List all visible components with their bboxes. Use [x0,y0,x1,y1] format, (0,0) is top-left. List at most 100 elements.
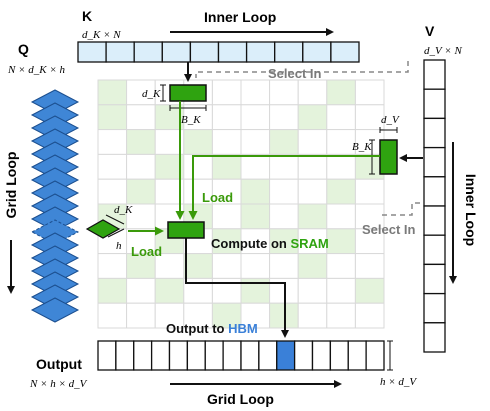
grid-cell [269,104,299,131]
grid-cell [269,153,299,180]
v-cell [423,88,446,120]
grid-cell [297,79,328,106]
grid-cell [326,253,356,279]
grid-cell [354,277,385,304]
grid-cell [211,129,242,155]
v-cell [423,292,446,324]
grid-cell [354,153,385,180]
k-cell [274,41,304,63]
grid-cell [211,79,242,106]
grid-cell [126,228,156,255]
output-cell [186,340,206,371]
grid-cell [326,79,356,106]
output-cell [133,340,153,371]
k-cell [245,41,276,63]
grid-cell [297,302,328,329]
dk-q-label: d_K [114,204,133,216]
grid-cell [154,253,185,279]
grid-cell [297,253,328,279]
output-side-dims: h × d_V [380,376,417,388]
grid-cell [126,178,156,205]
bk-k-label: B_K [181,114,201,126]
load-q-label: Load [131,244,162,259]
grid-cell [126,104,156,131]
grid-cell [97,253,128,279]
grid-cell [297,277,328,304]
select-in-top-path [195,61,409,78]
grid-cell [183,302,213,329]
grid-cell [97,277,128,304]
h-q-label: h [116,240,122,252]
q-diamond-stack [30,89,80,323]
bk-v-label: B_K [352,141,372,153]
grid-cell [126,302,156,329]
k-cell [161,41,192,63]
grid-cell [211,203,242,230]
k-tile [169,84,207,102]
grid-cell [211,228,242,255]
k-cell [105,41,135,63]
output-to-label: Output to HBM [166,321,258,336]
grid-cell [97,104,128,131]
grid-cell [354,228,385,255]
k-cell [217,41,248,63]
grid-cell [211,302,242,329]
grid-cell [354,178,385,205]
output-dims: N × h × d_V [29,378,88,390]
grid-loop-bottom-label: Grid Loop [207,391,274,407]
output-cell [204,340,224,371]
grid-cell [154,302,185,329]
grid-cell [269,178,299,205]
grid-cell [240,129,271,155]
k-dims: d_K × N [82,29,121,41]
grid-cell [354,104,385,131]
grid-cell [297,129,328,155]
k-cell [330,41,360,63]
select-in-right-label: Select In [362,222,416,237]
output-path-arrow [185,238,289,338]
q-diamond [30,297,80,323]
output-cell [311,340,332,371]
grid-cell [126,129,156,155]
k-title: K [82,8,92,24]
select-in-top-label: Select In [268,66,322,81]
k-cell [77,41,107,63]
grid-cell [297,104,328,131]
v-cell [423,117,446,149]
v-dims: d_V × N [424,45,462,57]
output-cell [258,340,278,371]
v-cell [423,234,446,266]
v-cell [423,205,446,236]
v-cell [423,59,446,90]
attention-grid [97,79,385,329]
grid-cell [211,153,242,180]
v-matrix [423,59,446,353]
grid-cell [297,178,328,205]
grid-cell [326,228,356,255]
grid-cell [269,203,299,230]
output-cell [365,340,385,371]
output-cell [276,340,296,371]
q-tile [85,219,121,239]
dv-v-label: d_V [381,114,400,126]
v-cell [423,263,446,295]
dk-q-bracket [105,214,125,225]
grid-cell [240,302,271,329]
output-cell [97,340,117,371]
grid-cell [326,302,356,329]
grid-cell [240,203,271,230]
grid-cell [354,129,385,155]
q-title: Q [18,41,29,57]
grid-cell [354,302,385,329]
grid-cell [183,129,213,155]
grid-cell [297,153,328,180]
v-cell [423,322,446,353]
grid-cell [240,253,271,279]
q-dims: N × d_K × h [7,64,66,76]
inner-loop-right-label: Inner Loop [463,174,479,246]
v-tile [379,139,398,175]
k-cell [302,41,332,63]
grid-cell [269,302,299,329]
grid-cell [126,153,156,180]
